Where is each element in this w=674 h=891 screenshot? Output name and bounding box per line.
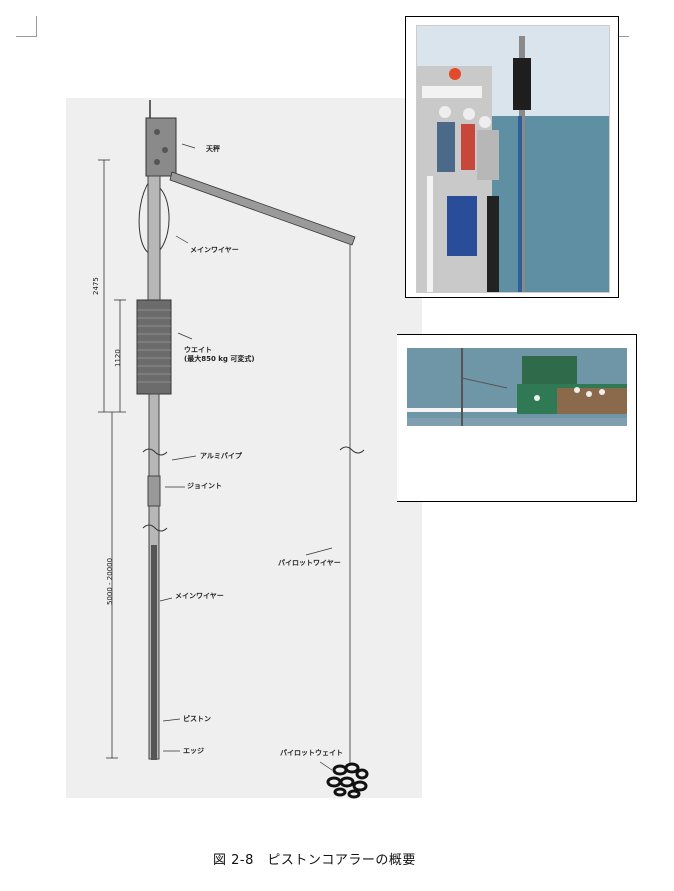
label-main-wire-bottom: メインワイヤー	[175, 592, 224, 600]
label-weight-note: (最大850 kg 可変式)	[184, 355, 255, 363]
piston-corer-diagram	[66, 98, 422, 798]
photo-deployment	[405, 16, 619, 298]
label-pilot-wire: パイロットワイヤー	[278, 559, 341, 567]
label-alumi-pipe: アルミパイプ	[200, 452, 242, 460]
label-main-wire-top: メインワイヤー	[190, 246, 239, 254]
label-edge: エッジ	[183, 747, 204, 755]
label-tenbin: 天秤	[206, 145, 220, 153]
dimension-1120: 1120	[114, 349, 122, 367]
crop-mark-top-left	[16, 16, 37, 37]
label-piston: ピストン	[183, 715, 211, 723]
label-weight: ウエイト	[184, 346, 212, 354]
figure-caption: 図 2-8 ピストンコアラーの概要	[213, 853, 416, 868]
dimension-2475: 2475	[92, 277, 100, 295]
dimension-5000-20000: 5000 - 20000	[106, 557, 114, 605]
label-pilot-weight: パイロットウェイト	[280, 749, 343, 757]
photo-deployment-image	[417, 26, 609, 292]
photo-retrieval-box	[397, 334, 637, 502]
label-joint: ジョイント	[187, 482, 222, 490]
photo-retrieval-image	[407, 348, 627, 426]
